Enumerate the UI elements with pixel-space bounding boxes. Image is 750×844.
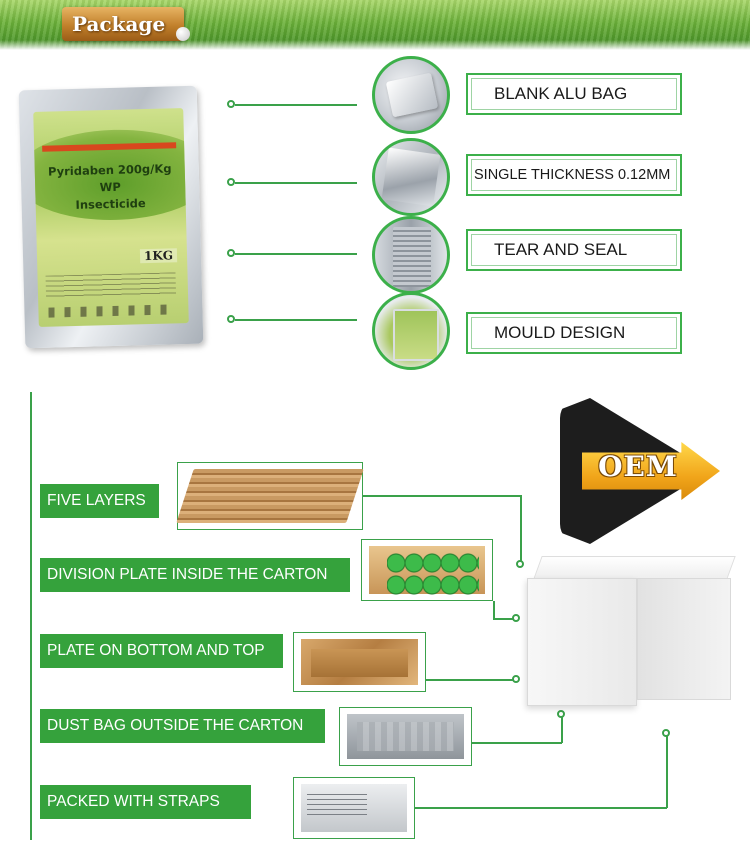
bottom-top-plate-image bbox=[301, 639, 418, 685]
carton-feature-label: PACKED WITH STRAPS bbox=[47, 793, 220, 810]
bottles-grid bbox=[387, 552, 479, 596]
feature-label: MOULD DESIGN bbox=[494, 323, 626, 342]
connector-division-dot bbox=[512, 614, 520, 622]
oem-text: OEM bbox=[598, 450, 678, 483]
feature-label: TEAR AND SEAL bbox=[494, 240, 628, 259]
carton-feature-dust-bag: DUST BAG OUTSIDE THE CARTON bbox=[40, 709, 325, 743]
bag-weight: 1KG bbox=[139, 248, 178, 264]
carton-feature-five-layers: FIVE LAYERS bbox=[40, 484, 159, 518]
carton-front bbox=[527, 578, 637, 706]
connector-division-v bbox=[493, 601, 495, 618]
connector-five-layers-dot bbox=[516, 560, 524, 568]
connector-line-4 bbox=[235, 319, 357, 321]
connector-plate-h bbox=[426, 679, 516, 681]
connector-straps-dot bbox=[662, 729, 670, 737]
connector-dust-v bbox=[561, 716, 563, 743]
feature-label: SINGLE THICKNESS 0.12MM bbox=[474, 167, 671, 183]
strapped-carton-image bbox=[301, 784, 407, 832]
connector-dot-4 bbox=[227, 315, 235, 323]
carton-feature-division-plate: DIVISION PLATE INSIDE THE CARTON bbox=[40, 558, 350, 592]
dust-bag-image bbox=[347, 714, 464, 759]
bag-label: Pyridaben 200g/Kg WP Insecticide 1KG bbox=[33, 108, 189, 327]
connector-dust-dot bbox=[557, 710, 565, 718]
connector-dot-2 bbox=[227, 178, 235, 186]
package-title-tag: Package bbox=[62, 7, 190, 41]
tear-seal-thumbnail bbox=[372, 216, 450, 294]
header-banner: Package bbox=[0, 0, 750, 50]
carton-feature-plate-bottom-top: PLATE ON BOTTOM AND TOP bbox=[40, 634, 283, 668]
feature-label: BLANK ALU BAG bbox=[494, 84, 628, 103]
connector-plate-dot bbox=[512, 675, 520, 683]
banner-fade bbox=[0, 40, 750, 50]
connector-line-3 bbox=[235, 253, 357, 255]
connector-dot-1 bbox=[227, 100, 235, 108]
feature-box-single-thickness: SINGLE THICKNESS 0.12MM bbox=[466, 154, 682, 196]
bag-product-name: Pyridaben 200g/Kg WP bbox=[47, 161, 172, 195]
pearl-ornament-icon bbox=[176, 27, 190, 41]
bag-product-type: Insecticide bbox=[75, 196, 146, 212]
product-bag-image: Pyridaben 200g/Kg WP Insecticide 1KG bbox=[18, 85, 204, 349]
five-layer-photo-frame bbox=[176, 462, 364, 530]
white-carton-box-image bbox=[527, 556, 736, 706]
feature-box-blank-alu-bag: BLANK ALU BAG bbox=[466, 73, 682, 115]
oem-badge: OEM bbox=[560, 398, 720, 544]
bag-pictograms bbox=[48, 304, 169, 318]
bag-product-text: Pyridaben 200g/Kg WP Insecticide bbox=[41, 160, 180, 215]
thickness-thumbnail bbox=[372, 138, 450, 216]
connector-five-layers-h bbox=[363, 495, 520, 497]
feature-box-mould-design: MOULD DESIGN bbox=[466, 312, 682, 354]
feature-box-tear-and-seal: TEAR AND SEAL bbox=[466, 229, 682, 271]
connector-five-layers-v bbox=[520, 495, 522, 563]
alu-bag-thumbnail bbox=[372, 56, 450, 134]
carton-feature-label: PLATE ON BOTTOM AND TOP bbox=[47, 642, 265, 659]
connector-dot-3 bbox=[227, 249, 235, 257]
connector-division-h bbox=[493, 618, 517, 620]
carton-feature-label: DIVISION PLATE INSIDE THE CARTON bbox=[47, 566, 328, 583]
carton-feature-straps: PACKED WITH STRAPS bbox=[40, 785, 251, 819]
plate-photo-frame bbox=[293, 632, 426, 692]
carton-feature-label: FIVE LAYERS bbox=[47, 492, 146, 509]
connector-line-1 bbox=[235, 104, 357, 106]
connector-line-2 bbox=[235, 182, 357, 184]
connector-dust-h bbox=[472, 742, 562, 744]
division-plate-photo-frame bbox=[361, 539, 493, 601]
straps-photo-frame bbox=[293, 777, 415, 839]
carton-feature-label: DUST BAG OUTSIDE THE CARTON bbox=[47, 717, 304, 734]
page-title: Package bbox=[72, 12, 166, 36]
left-guide-line bbox=[30, 392, 32, 840]
dust-bag-photo-frame bbox=[339, 707, 472, 766]
connector-straps-h bbox=[415, 807, 667, 809]
corrugated-board-image bbox=[176, 469, 364, 523]
division-plate-carton-image bbox=[369, 546, 485, 596]
carton-side bbox=[637, 578, 731, 700]
bag-fine-print bbox=[45, 272, 177, 300]
mould-design-thumbnail bbox=[372, 292, 450, 370]
connector-straps-v bbox=[666, 735, 668, 808]
